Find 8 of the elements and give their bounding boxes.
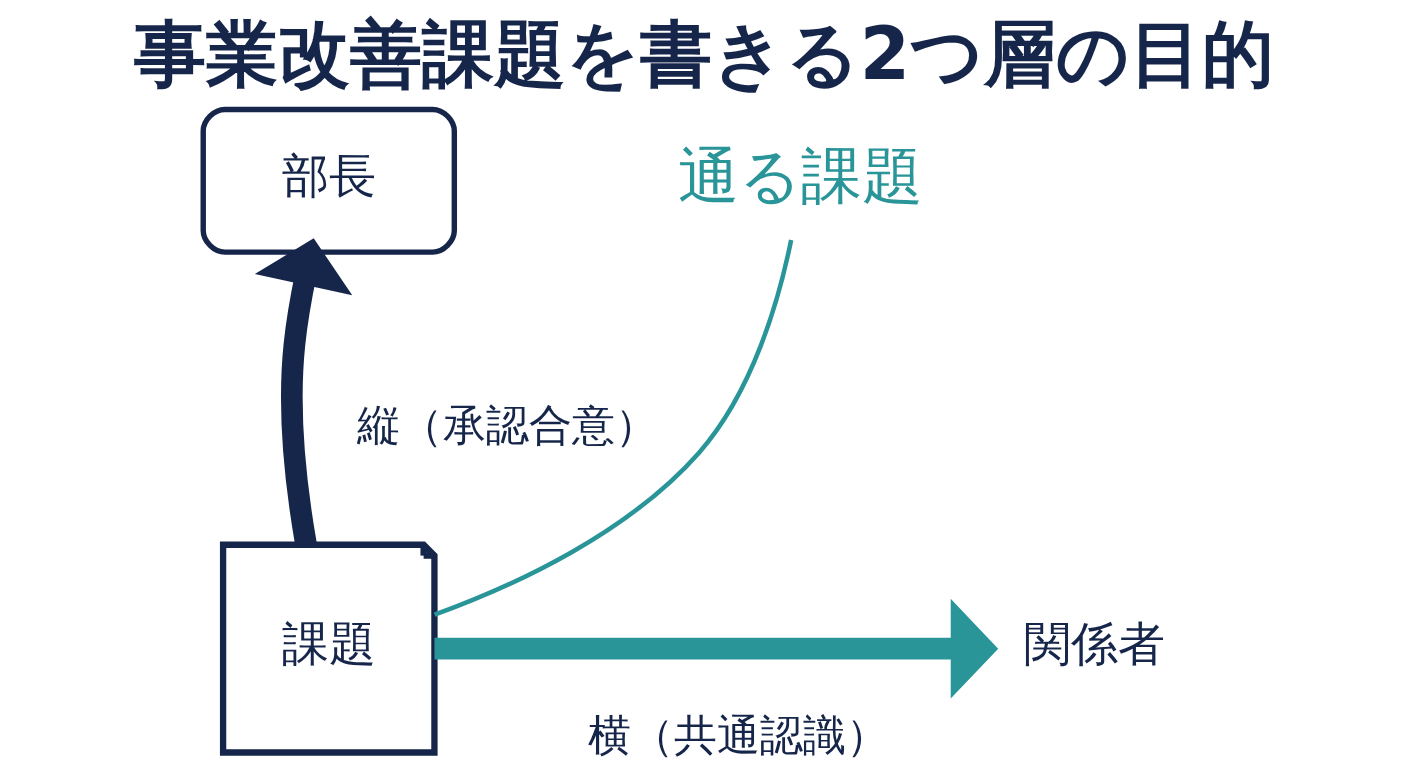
connector [433,239,793,617]
node-text: 関係者 [1023,616,1165,672]
node-text: 通る課題 [677,139,923,211]
diagram-title: 事業改善課題を書きる2つ層の目的 [133,11,1274,96]
edge-label: 横（共通認識） [587,710,889,761]
node-box: 部長 [200,106,457,255]
edge-label: 縦（承認合意） [356,400,658,451]
arrow [433,598,998,699]
